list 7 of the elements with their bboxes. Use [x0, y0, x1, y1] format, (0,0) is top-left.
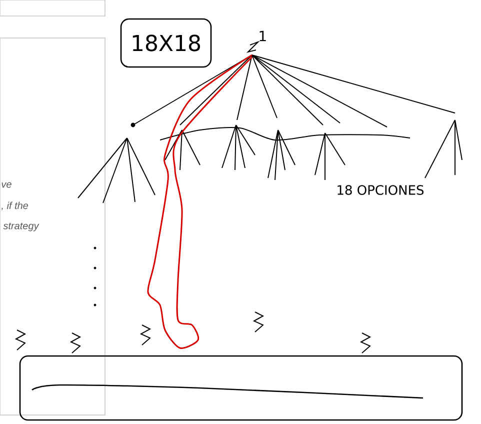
slide-text: strategy [3, 222, 40, 232]
boxed-label: 18X18 [120, 18, 212, 68]
slide-text: , if the [1, 202, 28, 210]
rounded-box [19, 355, 463, 421]
handwritten-label: 18 OPCIONES [338, 185, 424, 195]
handwritten-number: 1 [260, 30, 266, 42]
slide-text: ve [2, 182, 12, 188]
